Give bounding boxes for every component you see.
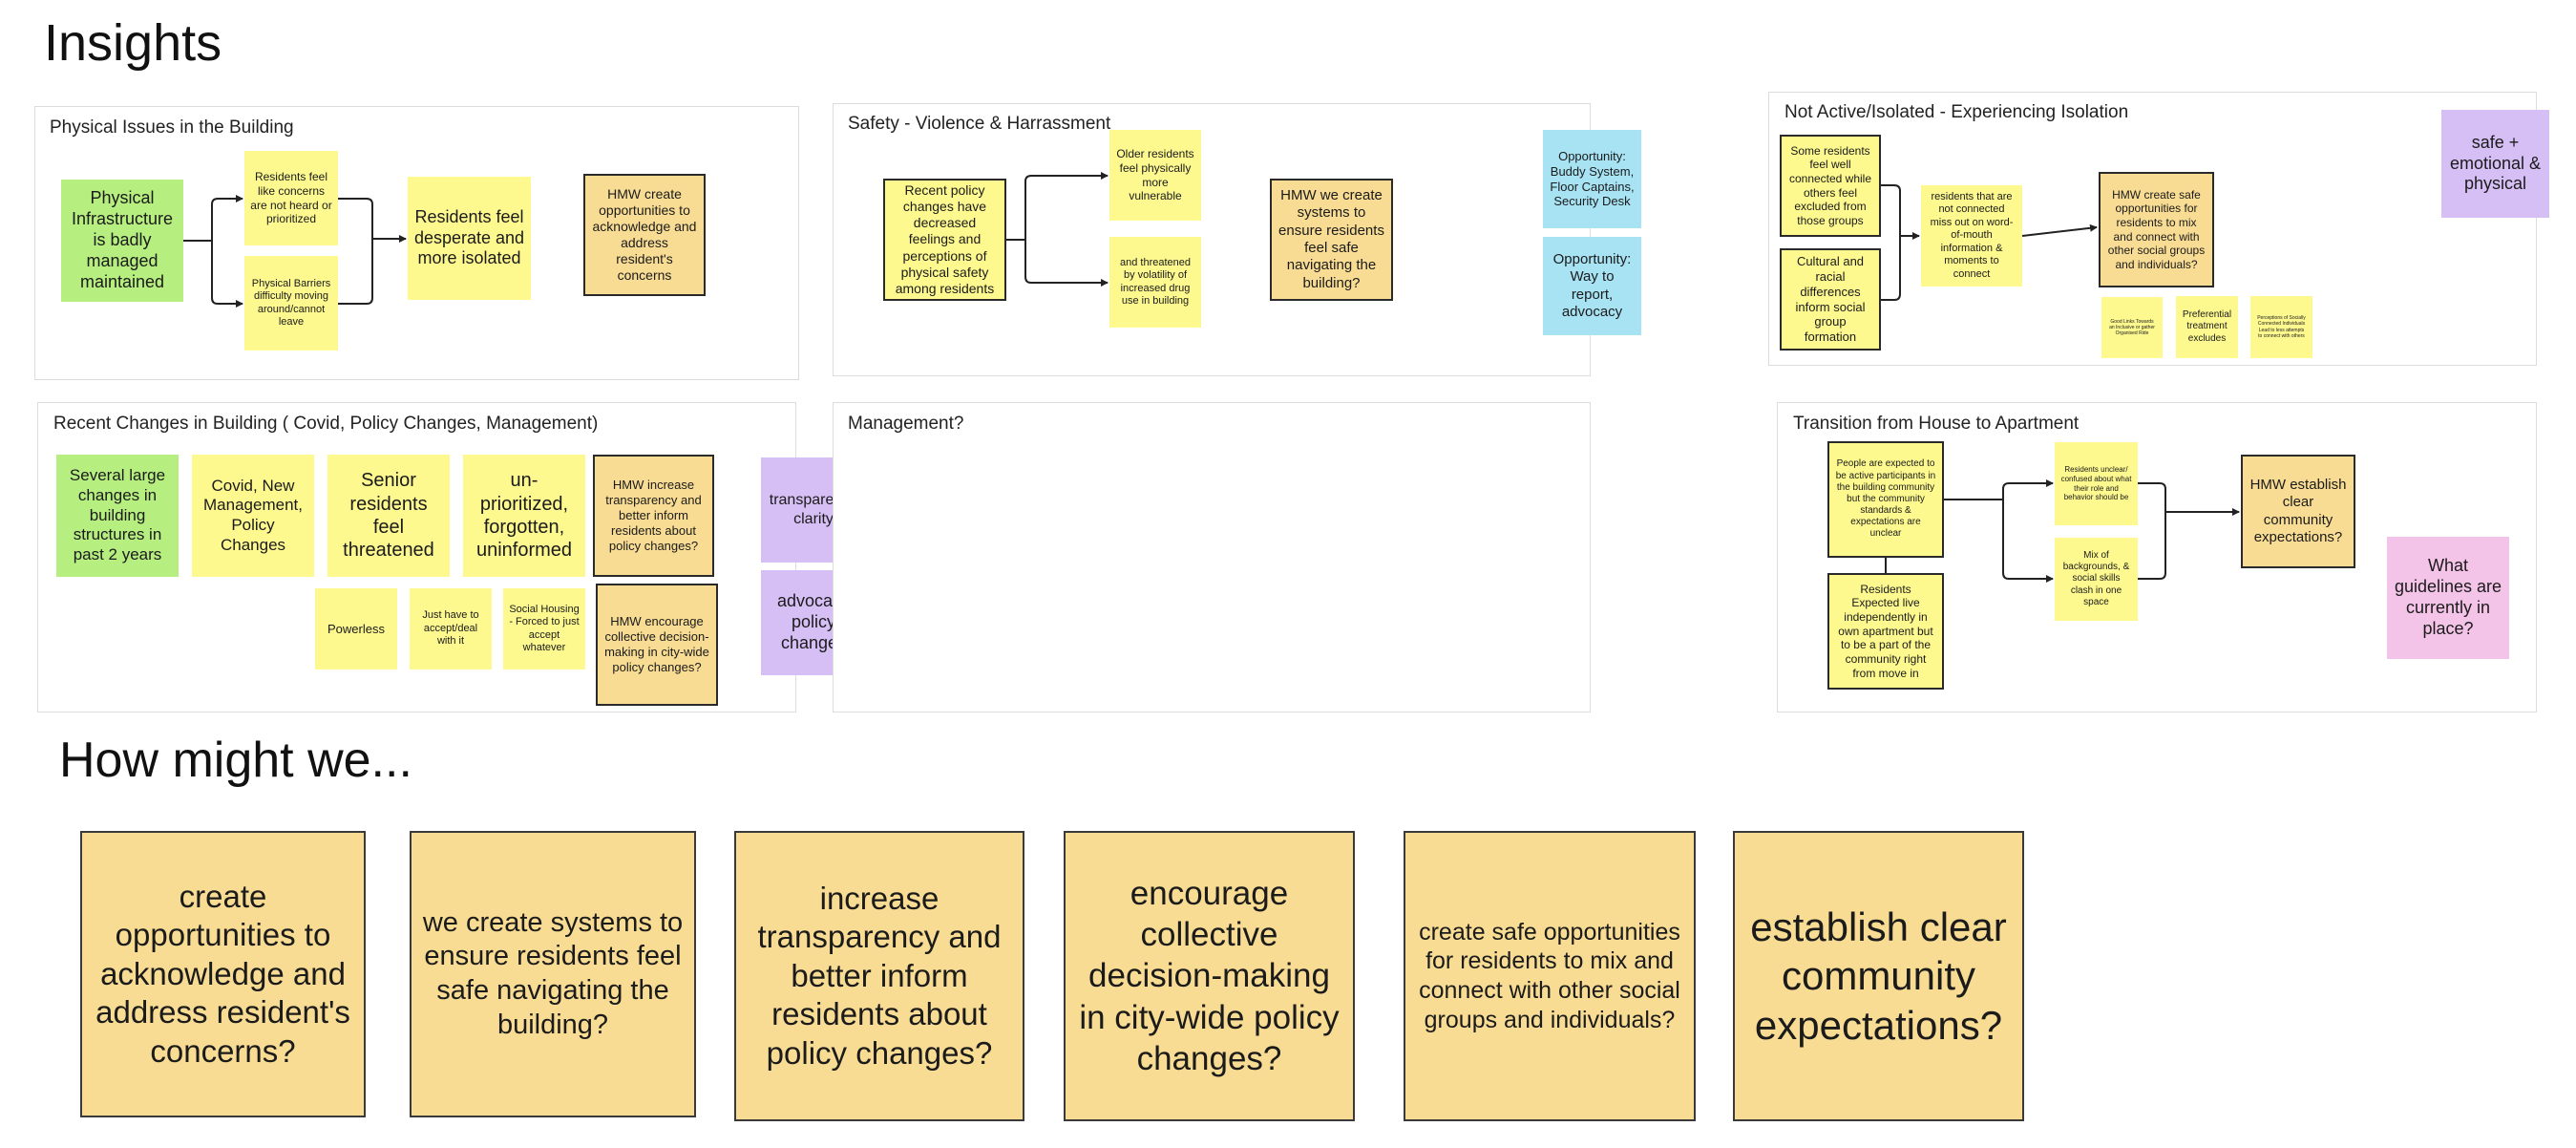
frame-title-isolated: Not Active/Isolated - Experiencing Isola… (1784, 102, 2129, 122)
hmw-card-collective[interactable]: encourage collective decision-making in … (1064, 831, 1355, 1121)
note-physical-infrastructure[interactable]: Physical Infrastructure is badly managed… (61, 180, 183, 302)
note-some-connected[interactable]: Some residents feel well connected while… (1780, 135, 1881, 237)
note-cultural-differences[interactable]: Cultural and racial differences inform s… (1780, 248, 1881, 351)
note-physical-barriers[interactable]: Physical Barriers difficulty moving arou… (244, 256, 338, 351)
hmw-card-transparency[interactable]: increase transparency and better inform … (734, 831, 1024, 1121)
insights-title: Insights (44, 14, 222, 72)
note-accept-deal[interactable]: Just have to accept/deal with it (410, 588, 492, 670)
note-covid-management[interactable]: Covid, New Management, Policy Changes (192, 455, 314, 577)
note-small-perceptions[interactable]: Perceptions of Socially Connected Indivi… (2250, 296, 2312, 358)
note-expected-live[interactable]: Residents Expected live independently in… (1827, 573, 1944, 690)
note-policy-safety[interactable]: Recent policy changes have decreased fee… (883, 179, 1006, 301)
frame-title-physical-issues: Physical Issues in the Building (50, 117, 294, 138)
frame-management[interactable] (833, 402, 1591, 712)
note-large-changes[interactable]: Several large changes in building struct… (56, 455, 179, 577)
frame-title-transition: Transition from House to Apartment (1793, 414, 2080, 434)
frame-title-recent-changes: Recent Changes in Building ( Covid, Poli… (53, 414, 599, 434)
note-hmw-transparency[interactable]: HMW increase transparency and better inf… (593, 455, 714, 577)
note-opportunity-buddy[interactable]: Opportunity: Buddy System, Floor Captain… (1543, 130, 1641, 228)
note-hmw-acknowledge[interactable]: HMW create opportunities to acknowledge … (583, 174, 706, 296)
note-expected-active[interactable]: People are expected to be active partici… (1827, 441, 1944, 558)
note-social-housing[interactable]: Social Housing - Forced to just accept w… (503, 588, 585, 670)
note-hmw-expectations[interactable]: HMW establish clear community expectatio… (2241, 455, 2355, 568)
hmw-card-safe-systems[interactable]: we create systems to ensure residents fe… (410, 831, 696, 1117)
note-preferential[interactable]: Preferential treatment excludes (2176, 296, 2238, 358)
note-hmw-safe-systems[interactable]: HMW we create systems to ensure resident… (1270, 179, 1393, 301)
note-residents-desperate[interactable]: Residents feel desperate and more isolat… (408, 177, 531, 300)
note-hmw-collective[interactable]: HMW encourage collective decision-making… (596, 584, 718, 706)
note-opportunity-report[interactable]: Opportunity: Way to report, advocacy (1543, 237, 1641, 335)
note-powerless[interactable]: Powerless (315, 588, 397, 670)
note-unclear-role[interactable]: Residents unclear/ confused about what t… (2055, 442, 2138, 525)
note-mix-backgrounds[interactable]: Mix of backgrounds, & social skills clas… (2055, 538, 2138, 621)
note-small-inclusive[interactable]: Good Links Towards an Inclusive or gathe… (2101, 297, 2163, 358)
hmw-title: How might we... (59, 733, 412, 788)
note-safe-emotional[interactable]: safe + emotional & physical (2441, 110, 2549, 218)
note-senior-threatened[interactable]: Senior residents feel threatened (327, 455, 450, 577)
note-unprioritized[interactable]: un-prioritized, forgotten, uninformed (463, 455, 585, 577)
note-drug-use[interactable]: and threatened by volatility of increase… (1109, 237, 1201, 328)
frame-title-safety: Safety - Violence & Harrassment (848, 114, 1111, 134)
note-hmw-safe-opportunities[interactable]: HMW create safe opportunities for reside… (2099, 172, 2214, 287)
hmw-card-expectations[interactable]: establish clear community expectations? (1733, 831, 2024, 1121)
note-guidelines[interactable]: What guidelines are currently in place? (2387, 537, 2509, 659)
note-older-residents[interactable]: Older residents feel physically more vul… (1109, 130, 1201, 221)
frame-title-management: Management? (848, 414, 964, 434)
hmw-card-mix-connect[interactable]: create safe opportunities for residents … (1404, 831, 1696, 1121)
note-concerns-not-heard[interactable]: Residents feel like concerns are not hea… (244, 151, 338, 245)
hmw-card-acknowledge[interactable]: create opportunities to acknowledge and … (80, 831, 366, 1117)
note-word-of-mouth[interactable]: residents that are not connected miss ou… (1921, 185, 2022, 287)
